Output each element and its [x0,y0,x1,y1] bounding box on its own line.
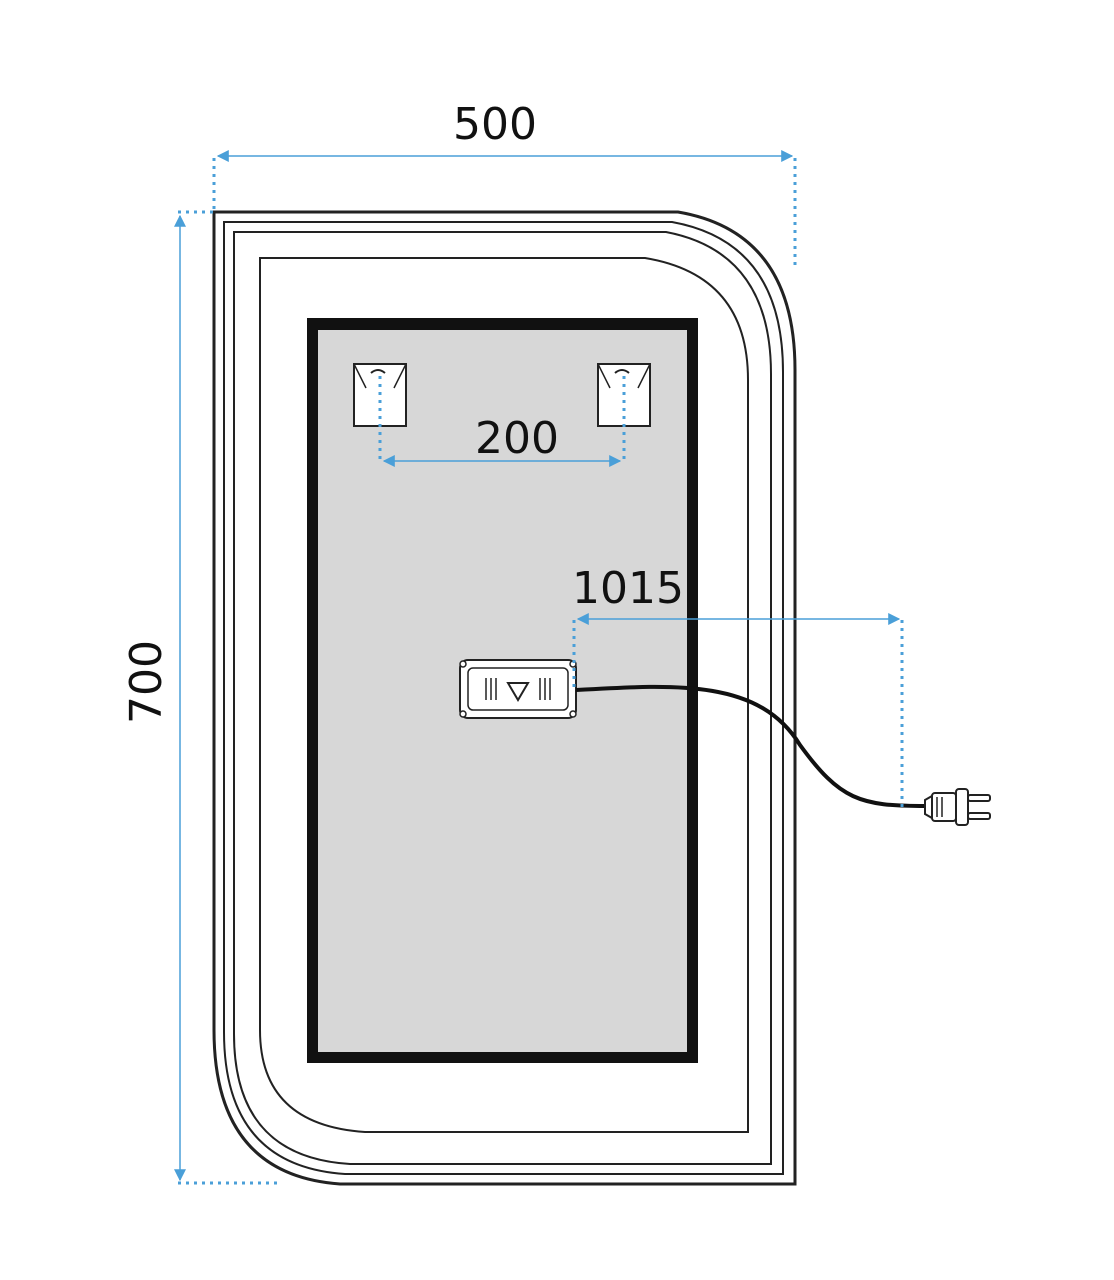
mirror-bevel-line [233,231,772,1165]
power-plug-icon [924,788,991,826]
power-cable [575,684,926,808]
height-label: 700 [121,640,172,724]
height-dimension: 700 [121,210,278,1185]
mirror-bevel-line [223,221,784,1175]
width-dimension: 500 [212,99,797,265]
hanger-spacing-dimension: 200 [378,376,626,467]
width-label: 500 [453,99,537,150]
recycle-triangle-icon [506,682,530,702]
cable-length-dimension: 1015 [572,563,904,808]
hanger-spacing-label: 200 [475,413,559,464]
led-driver-box-icon [459,659,577,719]
cable-length-label: 1015 [572,563,684,614]
